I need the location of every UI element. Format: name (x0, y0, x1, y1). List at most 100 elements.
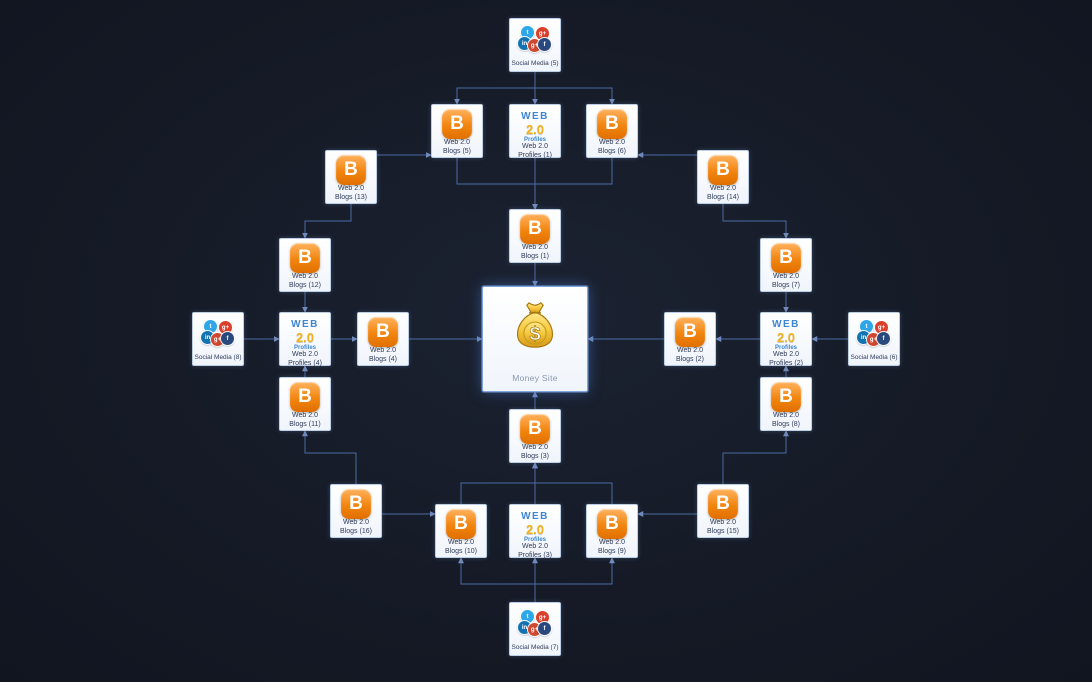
edge-sm7-to-b10 (458, 557, 536, 602)
blogger-icon: B (336, 155, 366, 185)
blogger-icon: B (771, 382, 801, 412)
social-circle-icon: t (204, 320, 217, 333)
web20-profiles-icon-text: WEB (521, 511, 549, 522)
blogger-icon: B (708, 155, 738, 185)
blogger-icon: B (290, 243, 320, 273)
blogger-icon: B (771, 243, 801, 273)
social-circle-icon: in (518, 37, 531, 50)
blogger-icon: B (520, 214, 550, 244)
social-circle-icon: g+ (211, 333, 224, 346)
node-money[interactable]: $ Money Site (482, 286, 588, 392)
edge-b6-to-b1 (532, 158, 613, 210)
edge-b13-to-b12 (302, 204, 352, 239)
web20-profiles-icon-text: Profiles (774, 345, 797, 351)
blogger-icon: B (290, 382, 320, 412)
social-circle-icon: g+ (219, 321, 232, 334)
blogger-icon: B (597, 109, 627, 139)
social-circle-icon: g+ (528, 39, 541, 52)
web20-profiles-icon-text: 2.0 (295, 330, 315, 345)
node-label: Social Media (8) (194, 353, 242, 361)
node-label: Social Media (5) (511, 59, 559, 67)
web20-profiles-icon-text: Profiles (523, 137, 546, 143)
social-circle-icon: f (538, 38, 551, 51)
social-circle-icon: g+ (867, 333, 880, 346)
social-circle-icon: t (521, 610, 534, 623)
edge-sm5-to-b6 (534, 72, 615, 105)
web20-profiles-icon-text: WEB (772, 319, 800, 330)
node-label: Social Media (7) (511, 643, 559, 651)
social-circle-icon: g+ (536, 27, 549, 40)
web20-profiles-icon-text: Profiles (293, 345, 316, 351)
social-circle-icon: in (518, 621, 531, 634)
blogger-icon: B (520, 414, 550, 444)
edge-sm5-to-b5 (454, 72, 536, 105)
edge-b16-to-b11 (302, 430, 357, 484)
social-circle-icon: f (877, 332, 890, 345)
web20-profiles-icon-text: 2.0 (525, 122, 545, 137)
social-circle-icon: f (221, 332, 234, 345)
web20-profiles-icon-text: 2.0 (525, 522, 545, 537)
edge-b10-to-b3 (460, 462, 538, 504)
social-circle-icon: t (521, 26, 534, 39)
node-label: Money Site (512, 373, 558, 384)
social-circle-icon: t (860, 320, 873, 333)
social-circle-icon: in (857, 331, 870, 344)
blogger-icon: B (442, 109, 472, 139)
edge-b14-to-b7 (722, 204, 789, 239)
edge-b5-to-b1 (456, 158, 538, 210)
social-circle-icon: g+ (875, 321, 888, 334)
blogger-icon: B (446, 509, 476, 539)
edge-sm7-to-b9 (534, 557, 615, 602)
web20-profiles-icon-text: 2.0 (776, 330, 796, 345)
web20-profiles-icon-text: Profiles (523, 537, 546, 543)
blogger-icon: B (675, 317, 705, 347)
money-bag-icon: $ (507, 297, 563, 353)
web20-profiles-icon-text: WEB (521, 111, 549, 122)
